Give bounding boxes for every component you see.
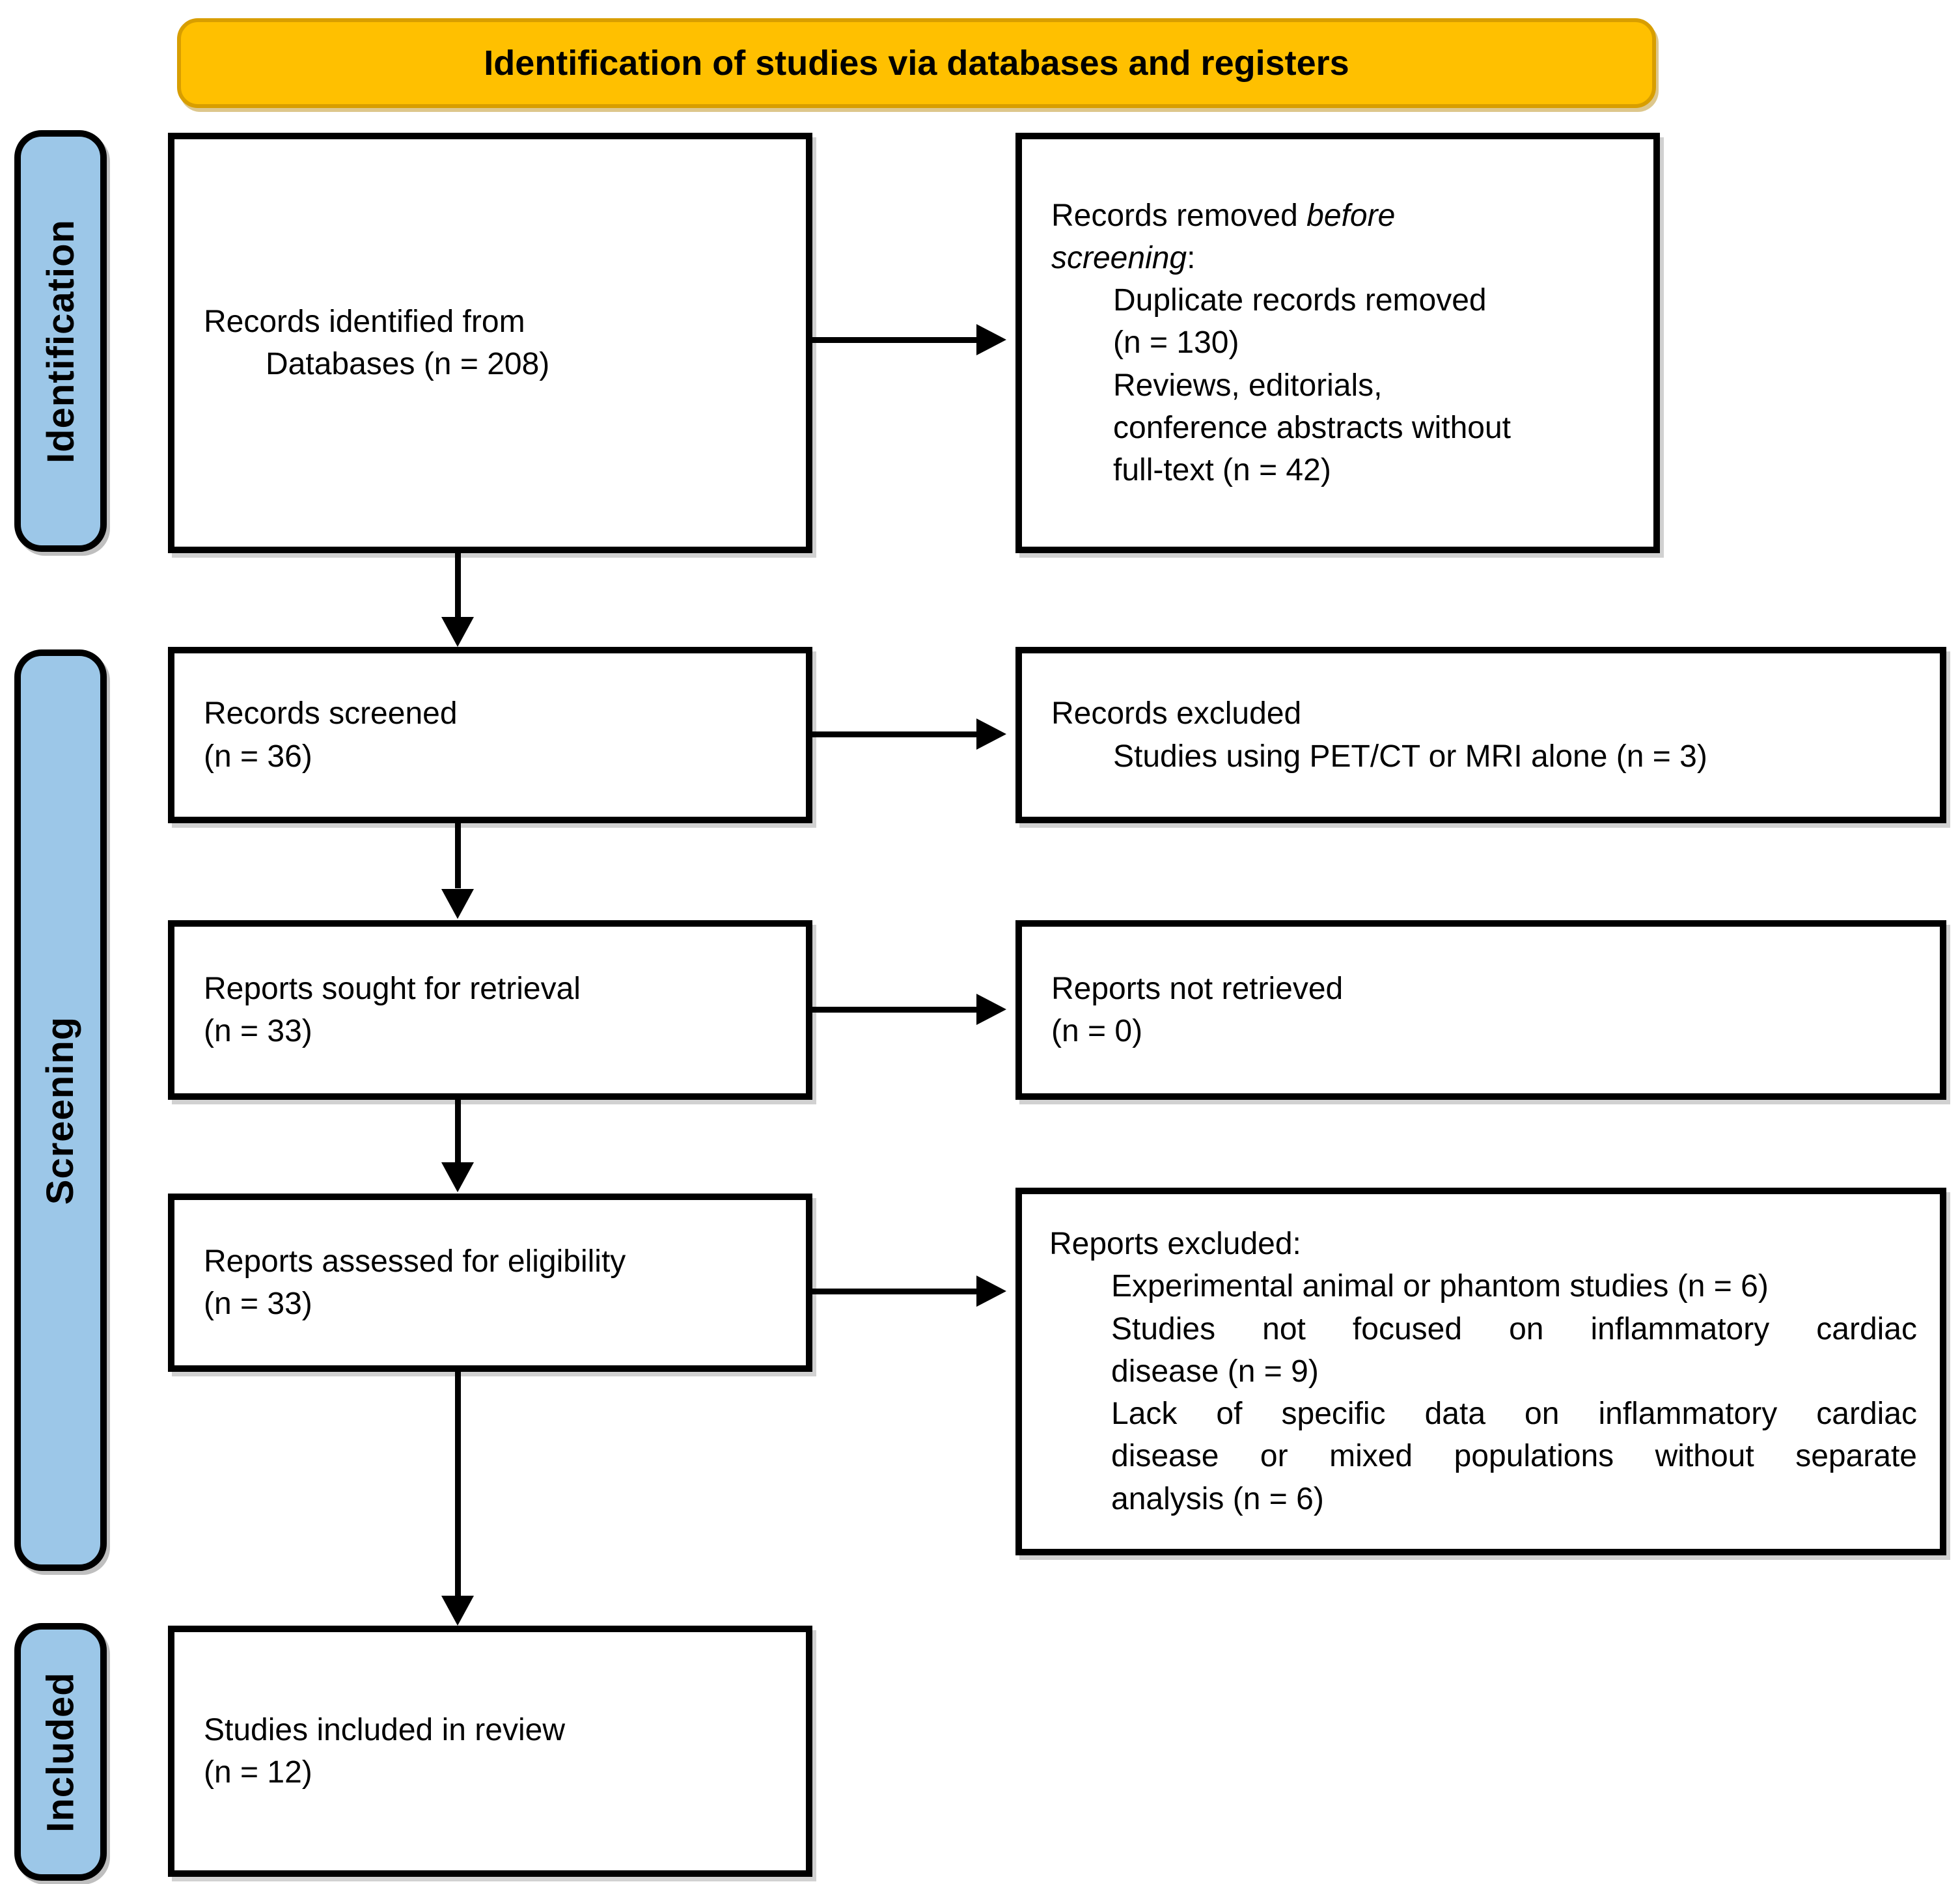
arrow-identified-to-screened: [455, 553, 461, 618]
stage-label-included-text: Included: [39, 1671, 82, 1833]
box-records-removed-before-screening: Records removed before screening: Duplic…: [1015, 133, 1660, 553]
studies-included-line1: Studies included in review: [204, 1712, 565, 1747]
records-removed-item-line: Duplicate records removed: [1113, 283, 1487, 318]
arrowhead-down-icon: [441, 1162, 474, 1192]
reports-excluded-item2-line: Studies not focused on inflammatory card…: [1111, 1311, 1917, 1346]
reports-excluded-item3-line: disease or mixed populations without sep…: [1111, 1439, 1917, 1474]
stage-label-screening-text: Screening: [39, 1016, 82, 1205]
arrow-screened-to-sought: [455, 822, 461, 888]
stage-label-screening: Screening: [14, 649, 107, 1571]
arrow-screened-to-excluded: [812, 731, 979, 737]
records-excluded-item: Studies using PET/CT or MRI alone (n = 3…: [1113, 739, 1707, 774]
records-removed-item-line: (n = 130): [1113, 325, 1239, 361]
arrow-assessed-to-included: [455, 1371, 461, 1597]
records-removed-title-line1: Records removed before: [1051, 198, 1396, 233]
box-records-excluded: Records excluded Studies using PET/CT or…: [1015, 647, 1946, 823]
arrowhead-right-icon: [976, 718, 1006, 750]
diagram-title-banner: Identification of studies via databases …: [177, 18, 1656, 108]
reports-excluded-item1-line: Experimental animal or phantom studies (…: [1111, 1269, 1769, 1304]
arrowhead-right-icon: [976, 994, 1006, 1025]
arrow-identified-to-removed: [812, 337, 979, 343]
reports-assessed-line2: (n = 33): [204, 1287, 312, 1321]
arrow-sought-to-not-retrieved: [812, 1007, 979, 1013]
stage-label-identification: Identification: [14, 130, 107, 552]
records-screened-line2: (n = 36): [204, 739, 312, 774]
box-reports-not-retrieved: Reports not retrieved (n = 0): [1015, 920, 1946, 1100]
arrowhead-down-icon: [441, 617, 474, 647]
arrow-assessed-to-reports-excluded: [812, 1289, 979, 1294]
arrowhead-down-icon: [441, 1596, 474, 1626]
box-records-screened: Records screened (n = 36): [168, 647, 812, 823]
box-records-identified: Records identified from Databases (n = 2…: [168, 133, 812, 553]
records-excluded-title: Records excluded: [1051, 696, 1302, 731]
reports-not-retrieved-line1: Reports not retrieved: [1051, 971, 1344, 1006]
box-studies-included: Studies included in review (n = 12): [168, 1626, 812, 1877]
reports-sought-line2: (n = 33): [204, 1014, 312, 1048]
stage-label-identification-text: Identification: [39, 219, 82, 463]
reports-not-retrieved-line2: (n = 0): [1051, 1014, 1143, 1048]
reports-excluded-item3-line: analysis (n = 6): [1111, 1481, 1324, 1516]
records-removed-item-line: Reviews, editorials,: [1113, 368, 1383, 403]
box-reports-assessed: Reports assessed for eligibility (n = 33…: [168, 1194, 812, 1372]
reports-assessed-line1: Reports assessed for eligibility: [204, 1244, 626, 1279]
records-removed-item-line: full-text (n = 42): [1113, 453, 1331, 488]
arrow-sought-to-assessed: [455, 1099, 461, 1164]
records-removed-title-line2: screening:: [1051, 240, 1196, 275]
reports-excluded-item3-line: Lack of specific data on inflammatory ca…: [1111, 1397, 1917, 1432]
arrowhead-right-icon: [976, 1276, 1006, 1307]
records-screened-line1: Records screened: [204, 696, 458, 731]
box-reports-excluded: Reports excluded: Experimental animal or…: [1015, 1188, 1946, 1555]
reports-sought-line1: Reports sought for retrieval: [204, 971, 581, 1006]
records-removed-item-line: conference abstracts without: [1113, 410, 1511, 445]
arrowhead-down-icon: [441, 889, 474, 919]
diagram-title: Identification of studies via databases …: [484, 44, 1349, 83]
stage-label-included: Included: [14, 1623, 107, 1881]
studies-included-line2: (n = 12): [204, 1755, 312, 1790]
records-identified-line2: Databases (n = 208): [266, 347, 550, 381]
reports-excluded-item2-line: disease (n = 9): [1111, 1354, 1319, 1389]
box-reports-sought: Reports sought for retrieval (n = 33): [168, 920, 812, 1100]
reports-excluded-title: Reports excluded:: [1049, 1227, 1301, 1262]
arrowhead-right-icon: [976, 324, 1006, 355]
records-identified-line1: Records identified from: [204, 304, 525, 339]
